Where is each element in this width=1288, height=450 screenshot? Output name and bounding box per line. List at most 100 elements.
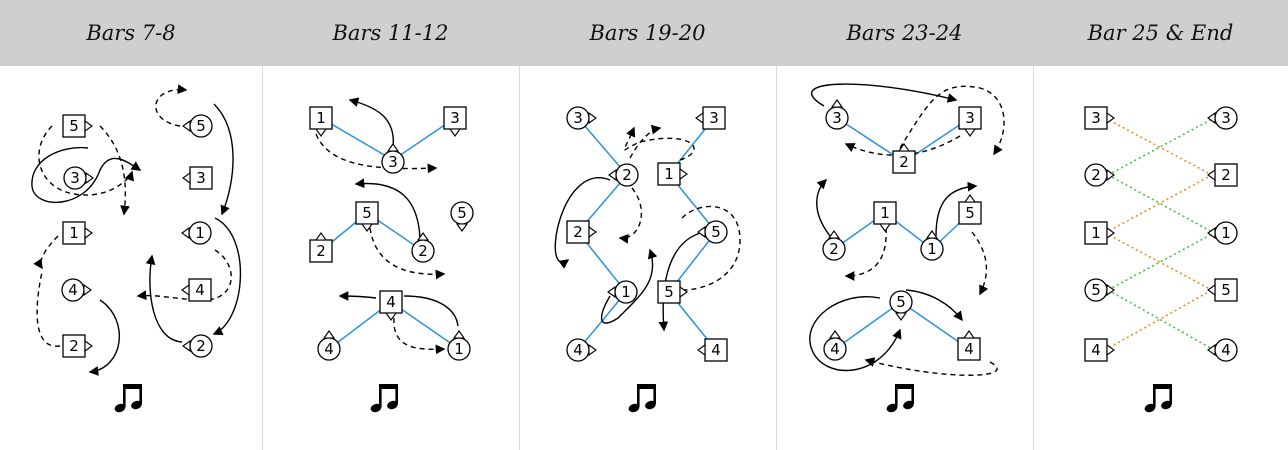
square-dancer: 5 [355, 201, 379, 232]
dancer-label: 3 [709, 109, 719, 127]
dashed-path [864, 357, 998, 376]
beamed-eighth-notes-icon [1144, 384, 1172, 413]
square-dancer: 2 [309, 232, 333, 263]
dancer-label: 3 [1091, 109, 1101, 127]
solid-path [212, 217, 242, 336]
dancer-label: 4 [1091, 341, 1101, 359]
dancer-label: 3 [573, 109, 583, 127]
square-dancer: 2 [62, 334, 93, 358]
dancer-label: 5 [1221, 281, 1231, 299]
facing-indicator-icon [897, 143, 911, 152]
dancer-label: 1 [1091, 224, 1101, 242]
circle-dancer: 4 [317, 330, 341, 361]
facing-indicator-icon [1207, 168, 1216, 182]
panel-2-paths [315, 97, 459, 355]
beamed-eighth-notes-icon [628, 384, 656, 413]
circle-dancer: 5 [1084, 278, 1115, 302]
circle-dancer: 3 [381, 143, 405, 174]
dancer-label: 5 [69, 117, 79, 135]
dancer-label: 4 [386, 293, 396, 311]
square-dancer: 1 [309, 106, 333, 137]
facing-indicator-icon [386, 143, 400, 152]
dancer-label: 5 [362, 204, 372, 222]
facing-indicator-icon [608, 168, 617, 182]
dancer-label: 4 [964, 340, 974, 358]
circle-dancer: 3 [1207, 106, 1238, 130]
panel-3-paths [554, 124, 741, 332]
facing-indicator-icon [83, 283, 92, 297]
facing-indicator-icon [588, 343, 597, 357]
facing-indicator-icon [1106, 168, 1115, 182]
facing-indicator-icon [452, 330, 466, 339]
solid-path [338, 291, 377, 301]
square-dancer: 1 [873, 201, 897, 232]
facing-indicator-icon [182, 339, 191, 353]
square-dancer: 4 [1084, 338, 1115, 362]
dashed-path [844, 227, 887, 281]
solid-path [600, 248, 658, 324]
dancer-label: 2 [899, 153, 909, 171]
facing-indicator-icon [84, 339, 93, 353]
dancer-label: 3 [832, 109, 842, 127]
dashed-path [155, 84, 188, 127]
dancer-label: 3 [196, 169, 206, 187]
facing-indicator-icon [679, 285, 688, 299]
panel-divider [1033, 66, 1034, 450]
circle-dancer: 5 [697, 220, 728, 244]
solid-path [403, 295, 459, 327]
circle-dancer: 1 [607, 280, 638, 304]
panel-title-1: Bars 7-8 [0, 0, 262, 66]
circle-dancer: 5 [889, 290, 913, 321]
facing-indicator-icon [827, 230, 841, 239]
circle-dancer: 3 [566, 106, 597, 130]
solid-path [31, 146, 142, 204]
dashed-path [99, 125, 130, 216]
circle-dancer: 3 [63, 166, 94, 190]
circle-dancer: 1 [920, 230, 944, 261]
dancer-label: 2 [316, 242, 326, 260]
facing-indicator-icon [962, 330, 976, 339]
facing-indicator-icon [828, 330, 842, 339]
facing-indicator-icon [1207, 226, 1216, 240]
solid-path [554, 177, 611, 269]
square-dancer: 4 [697, 338, 728, 362]
beamed-eighth-notes-icon [114, 384, 142, 413]
dancer-label: 2 [573, 223, 583, 241]
dancer-label: 1 [454, 340, 464, 358]
panel-1-paths [31, 84, 242, 376]
facing-indicator-icon [322, 330, 336, 339]
facing-indicator-icon [1106, 111, 1115, 125]
facing-indicator-icon [455, 223, 469, 232]
square-dancer: 1 [1084, 221, 1115, 245]
dancer-label: 2 [1091, 166, 1101, 184]
facing-indicator-icon [878, 223, 892, 232]
facing-indicator-icon [1106, 226, 1115, 240]
facing-indicator-icon [963, 128, 977, 137]
dancer-label: 5 [457, 204, 467, 222]
beamed-eighth-notes-icon [886, 384, 914, 413]
facing-indicator-icon [697, 343, 706, 357]
facing-indicator-icon [679, 167, 688, 181]
facing-indicator-icon [925, 230, 939, 239]
facing-indicator-icon [894, 312, 908, 321]
square-dancer: 1 [657, 162, 688, 186]
dancer-label: 2 [829, 240, 839, 258]
dancer-label: 1 [927, 240, 937, 258]
facing-indicator-icon [384, 312, 398, 321]
dancer-label: 2 [69, 337, 79, 355]
facing-indicator-icon [448, 128, 462, 137]
dancer-label: 1 [880, 204, 890, 222]
dancer-label: 3 [965, 109, 975, 127]
panel-4-paths [809, 83, 1005, 376]
circle-dancer: 2 [608, 163, 639, 187]
facing-indicator-icon [588, 225, 597, 239]
facing-indicator-icon [84, 119, 93, 133]
square-dancer: 3 [182, 166, 213, 190]
circle-dancer: 4 [823, 330, 847, 361]
dancer-label: 1 [316, 109, 326, 127]
square-dancer: 1 [62, 221, 93, 245]
solid-path [935, 181, 978, 237]
dashed-path [629, 124, 662, 159]
